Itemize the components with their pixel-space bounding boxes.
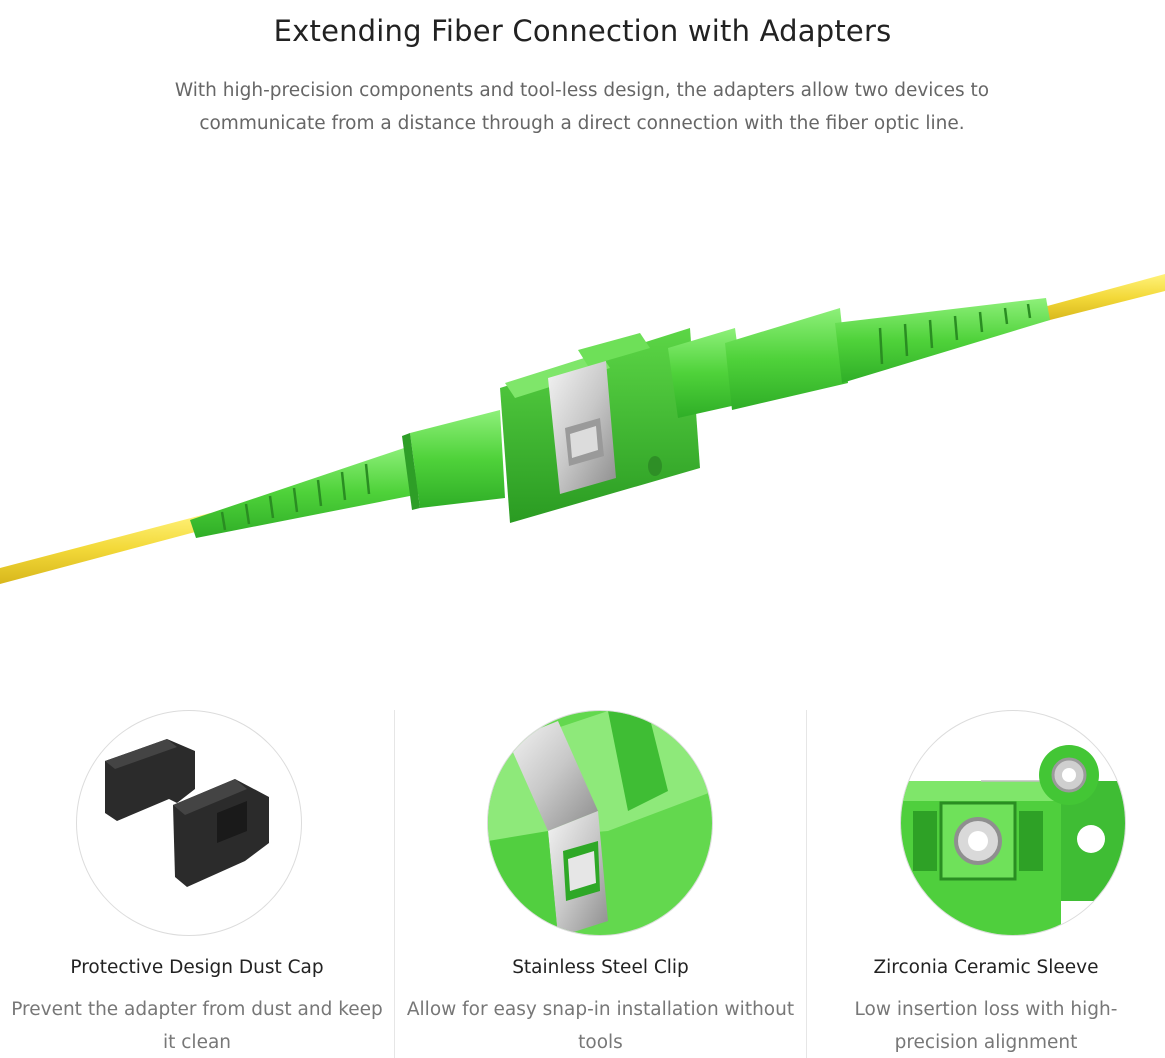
column-divider xyxy=(394,710,395,1058)
feature-dust-cap: Protective Design Dust Cap Prevent the a… xyxy=(0,708,394,1058)
steel-clip-icon xyxy=(487,710,713,936)
page-subtitle: With high-precision components and tool-… xyxy=(174,80,990,134)
page-title: Extending Fiber Connection with Adapters xyxy=(273,14,892,48)
ceramic-sleeve-icon xyxy=(900,710,1126,936)
feature-title: Zirconia Ceramic Sleeve xyxy=(873,957,1099,978)
feature-title: Protective Design Dust Cap xyxy=(70,957,324,978)
features-row: Protective Design Dust Cap Prevent the a… xyxy=(0,708,1165,1058)
feature-description: Low insertion loss with high-precision a… xyxy=(854,999,1118,1053)
column-divider xyxy=(806,710,807,1058)
feature-steel-clip: Stainless Steel Clip Allow for easy snap… xyxy=(395,708,806,1058)
feature-description: Prevent the adapter from dust and keep i… xyxy=(11,999,383,1053)
feature-ceramic-sleeve: Zirconia Ceramic Sleeve Low insertion lo… xyxy=(807,708,1165,1058)
dust-cap-icon xyxy=(76,710,302,936)
feature-description: Allow for easy snap-in installation with… xyxy=(406,999,795,1053)
hero-adapter-image xyxy=(0,178,1165,658)
feature-title: Stainless Steel Clip xyxy=(512,957,689,978)
